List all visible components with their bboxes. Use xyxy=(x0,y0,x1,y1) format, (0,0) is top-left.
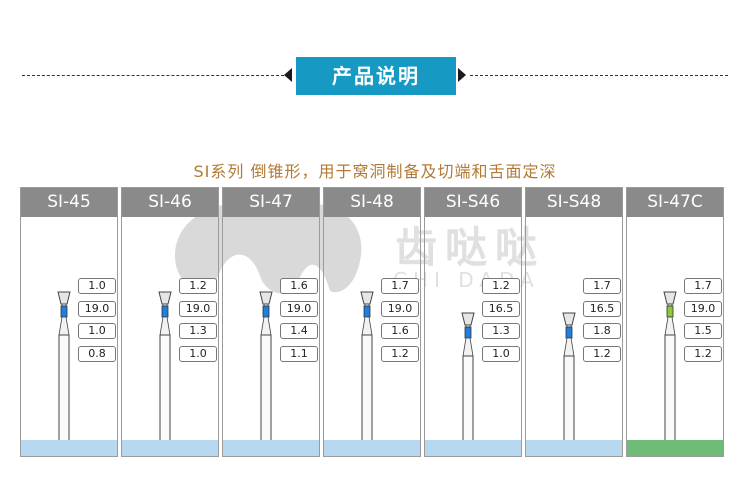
spec-value: 19.0 xyxy=(381,301,419,317)
bur-shank xyxy=(260,334,272,443)
header-line-right xyxy=(470,75,728,76)
card-base xyxy=(122,440,218,456)
card-base xyxy=(425,440,521,456)
card-base xyxy=(223,440,319,456)
card-base xyxy=(526,440,622,456)
spec-value: 19.0 xyxy=(179,301,217,317)
bur-icon xyxy=(360,291,374,443)
spec-value: 1.6 xyxy=(381,323,419,339)
bur-head xyxy=(360,291,374,305)
color-band xyxy=(60,305,68,318)
bur-head xyxy=(57,291,71,305)
bur-shank xyxy=(563,355,575,443)
spec-value: 1.2 xyxy=(684,346,722,362)
spec-value: 1.4 xyxy=(280,323,318,339)
spec-value: 0.8 xyxy=(78,346,116,362)
spec-value: 19.0 xyxy=(78,301,116,317)
bur-shank xyxy=(462,355,474,443)
bur-icon xyxy=(562,312,576,443)
product-model: SI-48 xyxy=(324,188,420,217)
header-arrow-left-icon xyxy=(284,68,292,82)
spec-value: 1.2 xyxy=(482,278,520,294)
product-card: SI-47C 1.7 19.0 1.5 1.2 xyxy=(626,187,724,457)
header-arrow-right-icon xyxy=(458,68,466,82)
spec-value: 19.0 xyxy=(280,301,318,317)
spec-value: 1.0 xyxy=(179,346,217,362)
product-card: SI-45 1.0 19.0 1.0 0.8 xyxy=(20,187,118,457)
card-base xyxy=(324,440,420,456)
spec-value: 1.1 xyxy=(280,346,318,362)
product-model: SI-46 xyxy=(122,188,218,217)
spec-value: 1.2 xyxy=(583,346,621,362)
spec-value: 1.2 xyxy=(381,346,419,362)
bur-head xyxy=(158,291,172,305)
spec-value: 1.7 xyxy=(684,278,722,294)
section-title: 产品说明 xyxy=(296,57,456,95)
spec-value: 1.2 xyxy=(179,278,217,294)
spec-value: 1.6 xyxy=(280,278,318,294)
card-base xyxy=(627,440,723,456)
product-model: SI-47C xyxy=(627,188,723,217)
bur-shank xyxy=(159,334,171,443)
product-card: SI-S48 1.7 16.5 1.8 1.2 xyxy=(525,187,623,457)
bur-shank xyxy=(58,334,70,443)
product-model: SI-47 xyxy=(223,188,319,217)
bur-head xyxy=(259,291,273,305)
color-band xyxy=(666,305,674,318)
color-band xyxy=(363,305,371,318)
color-band xyxy=(161,305,169,318)
product-model: SI-45 xyxy=(21,188,117,217)
spec-value: 1.0 xyxy=(78,323,116,339)
bur-head xyxy=(663,291,677,305)
subtitle: SI系列 倒锥形，用于窝洞制备及切端和舌面定深 xyxy=(193,162,557,181)
bur-shank xyxy=(664,334,676,443)
spec-value: 1.5 xyxy=(684,323,722,339)
header-line-left xyxy=(22,75,284,76)
product-card: SI-48 1.7 19.0 1.6 1.2 xyxy=(323,187,421,457)
bur-head xyxy=(461,312,475,326)
bur-head xyxy=(562,312,576,326)
bur-shank xyxy=(361,334,373,443)
card-base xyxy=(21,440,117,456)
bur-icon xyxy=(158,291,172,443)
color-band xyxy=(262,305,270,318)
color-band xyxy=(464,326,472,339)
color-band xyxy=(565,326,573,339)
product-card: SI-47 1.6 19.0 1.4 1.1 xyxy=(222,187,320,457)
spec-value: 1.0 xyxy=(78,278,116,294)
bur-icon xyxy=(259,291,273,443)
spec-value: 19.0 xyxy=(684,301,722,317)
product-model: SI-S48 xyxy=(526,188,622,217)
spec-value: 1.3 xyxy=(179,323,217,339)
spec-value: 1.3 xyxy=(482,323,520,339)
spec-value: 16.5 xyxy=(583,301,621,317)
product-card: SI-S46 1.2 16.5 1.3 1.0 xyxy=(424,187,522,457)
spec-value: 1.7 xyxy=(381,278,419,294)
spec-value: 1.8 xyxy=(583,323,621,339)
product-card: SI-46 1.2 19.0 1.3 1.0 xyxy=(121,187,219,457)
spec-value: 16.5 xyxy=(482,301,520,317)
spec-value: 1.7 xyxy=(583,278,621,294)
spec-value: 1.0 xyxy=(482,346,520,362)
product-model: SI-S46 xyxy=(425,188,521,217)
